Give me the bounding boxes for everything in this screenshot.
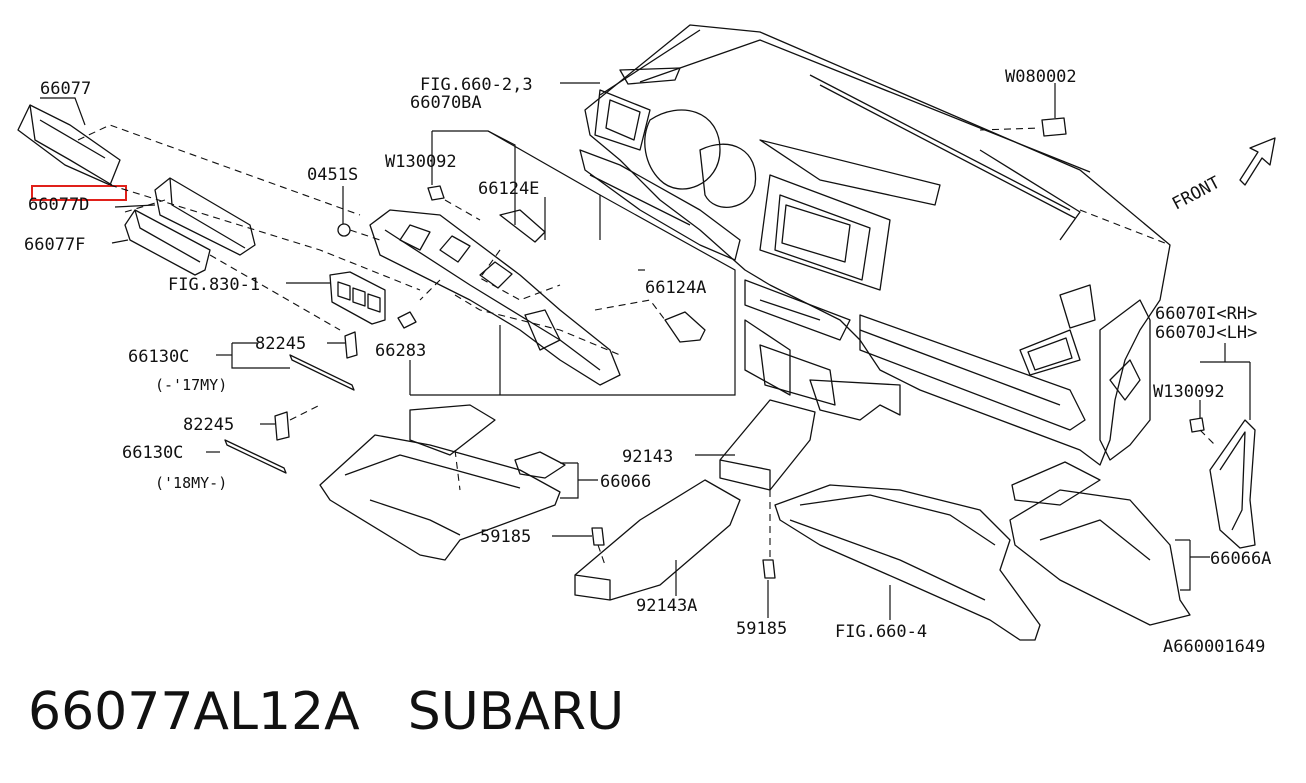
label-w130092-b: W130092: [1153, 382, 1225, 402]
label-66066: 66066: [600, 472, 651, 492]
label-66077: 66077: [40, 79, 91, 99]
label-66124E: 66124E: [478, 179, 539, 199]
label-82245-a: 82245: [255, 334, 306, 354]
part-labels: 66077 66077D 66077F FIG.660-2,3 66070BA …: [24, 67, 1271, 657]
label-w080002: W080002: [1005, 67, 1077, 87]
plug-W080002: [1041, 117, 1067, 137]
label-66077F: 66077F: [24, 235, 85, 255]
label-66077D: 66077D: [28, 195, 89, 215]
part-caption: 66077AL12A SUBARU: [28, 682, 624, 742]
clip-0451S: [337, 223, 351, 237]
trim-panel-66077F: [124, 209, 211, 276]
part-number: 66077AL12A: [28, 682, 360, 742]
label-66070BA: 66070BA: [410, 93, 482, 113]
rod-66130C-b: [224, 439, 287, 474]
fastener-82245-a: [344, 331, 358, 359]
under-cover-66066A: [1009, 461, 1191, 626]
side-trim-66070: [1209, 419, 1256, 549]
rod-66130C-a: [289, 354, 355, 391]
guide-lines: [77, 124, 1216, 566]
label-fig830-1: FIG.830-1: [168, 275, 260, 295]
label-82245-b: 82245: [183, 415, 234, 435]
label-fig660-4: FIG.660-4: [835, 622, 927, 642]
label-0451S: 0451S: [307, 165, 358, 185]
label-drawing-id: A660001649: [1163, 637, 1265, 657]
trim-panel-66077: [17, 104, 121, 186]
label-92143: 92143: [622, 447, 673, 467]
clip-66283: [397, 311, 417, 329]
trim-panel-66077D: [154, 177, 256, 256]
label-front: FRONT: [1169, 173, 1224, 215]
clip-59185-b: [762, 559, 776, 579]
bracket-66124A: [664, 311, 706, 343]
clip-W130092-rh: [1189, 417, 1205, 433]
label-fig660-2-3: FIG.660-2,3: [420, 75, 533, 95]
clip-59185-a: [591, 527, 605, 546]
glovebox: [774, 484, 1041, 641]
under-cover-66066: [319, 404, 566, 561]
brand-name: SUBARU: [407, 682, 625, 742]
label-66130C-b: 66130C: [122, 443, 183, 463]
label-my18: ('18MY-): [155, 474, 227, 492]
leader-lines: [40, 82, 1251, 620]
label-66070J: 66070J<LH>: [1155, 323, 1257, 343]
label-92143A: 92143A: [636, 596, 697, 616]
label-66066A: 66066A: [1210, 549, 1271, 569]
label-66283: 66283: [375, 341, 426, 361]
label-66130C-a: 66130C: [128, 347, 189, 367]
fastener-82245-b: [274, 411, 290, 441]
label-59185-a: 59185: [480, 527, 531, 547]
switch-panel: [329, 271, 386, 325]
instrument-panel: [579, 24, 1171, 466]
label-59185-b: 59185: [736, 619, 787, 639]
lower-cover-66070BA: [369, 209, 621, 386]
label-my17: (-'17MY): [155, 376, 227, 394]
label-66070I: 66070I<RH>: [1155, 304, 1257, 324]
duct-92143A: [574, 479, 741, 601]
bracket-66124E: [499, 209, 546, 243]
highlight-box: [31, 185, 127, 201]
label-66124A: 66124A: [645, 278, 706, 298]
duct-92143: [719, 399, 816, 491]
clip-W130092: [427, 185, 445, 201]
front-arrow-icon: [1239, 137, 1276, 186]
label-w130092-a: W130092: [385, 152, 457, 172]
